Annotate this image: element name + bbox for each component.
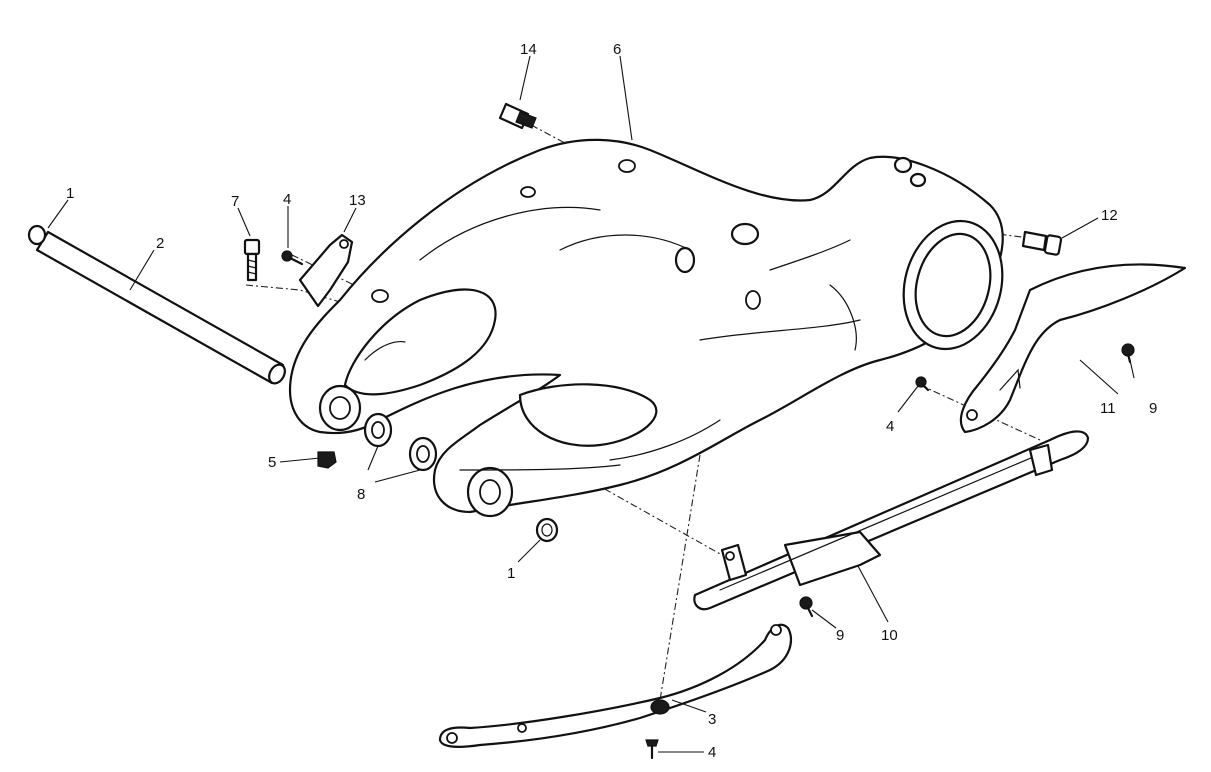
top-bolt [498,102,537,130]
callout-9-right: 9 [1149,400,1157,417]
callout-4-bottom: 4 [708,744,716,761]
nut-5 [317,451,337,469]
callout-13: 13 [349,192,366,209]
callout-5: 5 [268,454,276,471]
callout-9-bottom: 9 [836,627,844,644]
callout-2: 2 [156,235,164,252]
small-screw-left [281,250,304,266]
screw-9-right [1121,343,1135,364]
screw-4-middle [915,376,930,392]
callout-8: 8 [357,486,365,503]
swingarm-body [288,138,1004,518]
callout-1-top: 1 [66,185,74,202]
leader-lines [47,55,1135,753]
chain-guard-11 [959,263,1187,434]
callout-12: 12 [1101,207,1118,224]
callout-11: 11 [1100,400,1116,417]
bushing-lower [535,517,559,543]
callout-1-bottom: 1 [507,565,515,582]
bolt-12 [1021,230,1063,256]
callout-3: 3 [708,711,716,728]
screw-4-bottom [645,739,659,760]
callout-6: 6 [613,41,621,58]
pivot-shaft [27,224,286,385]
screw-7 [243,238,261,282]
callout-10: 10 [881,627,898,644]
screw-9-bottom [799,596,814,618]
washers-8 [363,412,438,472]
lower-guard-3 [438,623,793,748]
callout-7: 7 [231,193,239,210]
callout-labels: 1 2 7 4 13 14 6 12 9 11 4 5 8 1 9 10 3 4 [66,41,1157,761]
callout-4-middle: 4 [886,418,894,435]
callout-4-left: 4 [283,191,291,208]
chain-slider-10 [693,430,1090,611]
callout-14: 14 [520,41,537,58]
bracket-13 [298,233,354,308]
